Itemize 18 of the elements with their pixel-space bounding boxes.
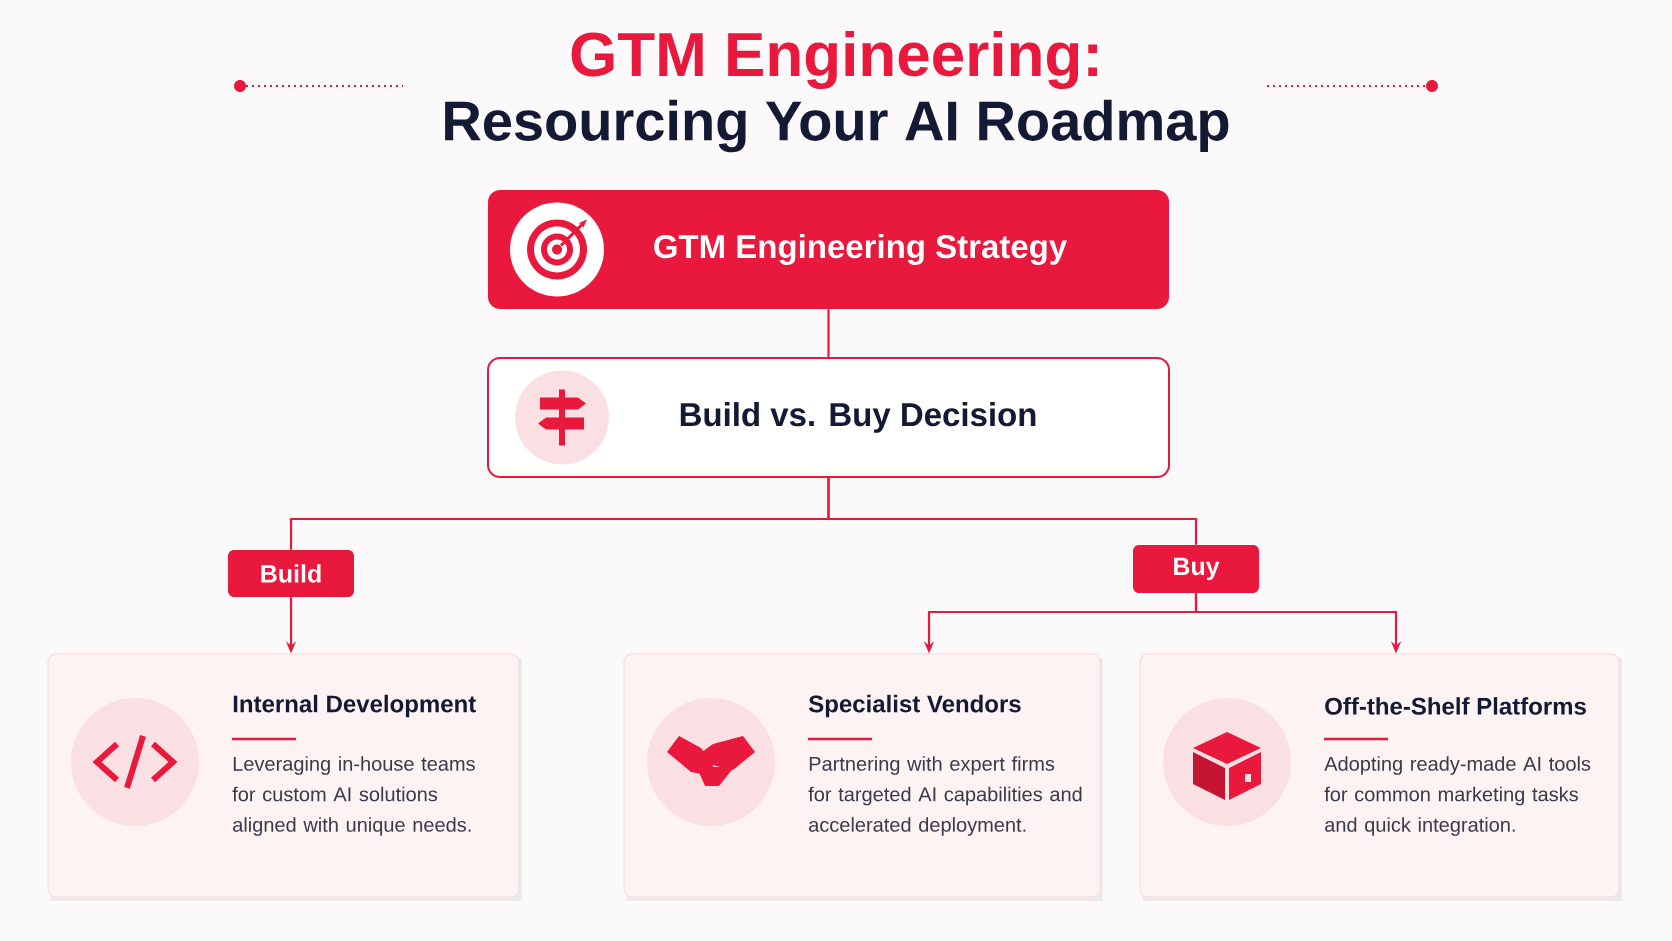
card-description: Partnering with expert firms for targeted AI capabilities and accelerated deployment. bbox=[808, 756, 1082, 836]
option-card bbox=[623, 653, 1103, 901]
decision-box bbox=[487, 357, 1170, 478]
branch-label: Buy bbox=[1133, 545, 1259, 593]
title: GTM Engineering: bbox=[571, 30, 1097, 89]
option-card bbox=[1139, 653, 1622, 901]
connector bbox=[827, 309, 830, 357]
card-heading: Internal Development bbox=[233, 694, 476, 718]
connector bbox=[827, 478, 1198, 545]
strategy-box bbox=[488, 190, 1169, 309]
branch-label: Build bbox=[228, 550, 354, 597]
box-title: GTM Engineering Strategy bbox=[654, 234, 1068, 265]
card-heading: Specialist Vendors bbox=[808, 694, 1021, 718]
card-heading: Off-the-Shelf Platforms bbox=[1325, 697, 1586, 715]
option-card bbox=[47, 653, 522, 901]
box-title: Build vs. Buy Decision bbox=[680, 402, 1036, 433]
card-description: Adopting ready-made AI tools for common marketing tasks and quick integration. bbox=[1324, 756, 1591, 836]
card-description: Leveraging in-house teams for custom AI solutions aligned with unique needs. bbox=[232, 756, 475, 836]
